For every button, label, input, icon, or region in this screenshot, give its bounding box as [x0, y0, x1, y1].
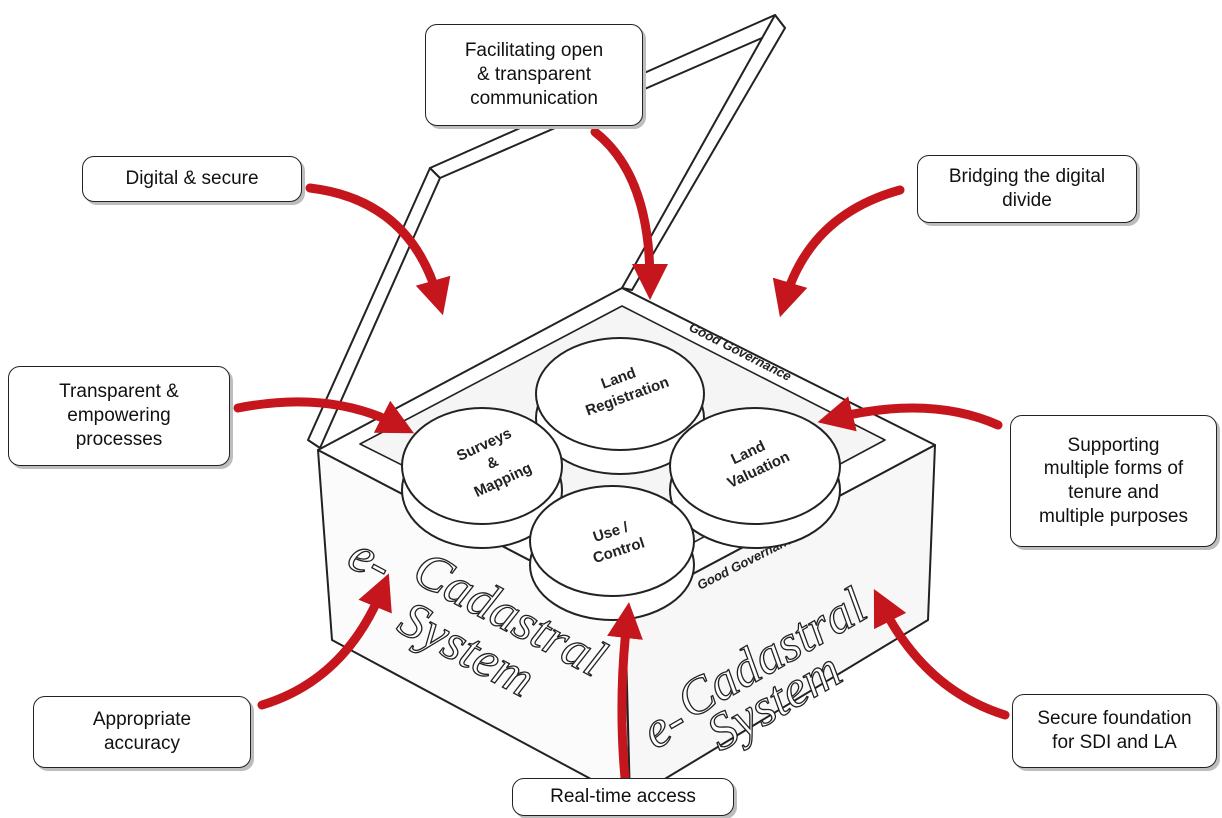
callout-multiple-tenure: Supporting multiple forms of tenure and …	[1010, 415, 1217, 547]
callout-sdi-foundation: Secure foundation for SDI and LA	[1012, 694, 1217, 768]
callout-open-communication: Facilitating open & transparent communic…	[425, 24, 643, 126]
arrow-multiple-tenure	[817, 396, 1003, 432]
arrow-sdi-foundation	[873, 588, 1010, 720]
arrow-digital-secure	[305, 183, 451, 316]
callout-accuracy: Appropriate accuracy	[33, 696, 251, 768]
arrows	[233, 127, 1010, 783]
arrow-real-time	[607, 602, 643, 783]
arrow-accuracy	[257, 573, 392, 710]
callout-transparent-processes: Transparent & empowering processes	[8, 366, 230, 466]
callout-real-time: Real-time access	[512, 778, 734, 816]
pillar-surveys-mapping: Surveys & Mapping	[401, 407, 563, 549]
pillar-use-control: Use / Control	[529, 485, 695, 621]
pillars: Land Registration Surveys & Mapping Land…	[401, 337, 841, 621]
pillar-land-valuation: Land Valuation	[669, 407, 841, 549]
pillar-land-registration: Land Registration	[535, 337, 705, 475]
callout-digital-divide: Bridging the digital divide	[917, 155, 1137, 223]
arrow-transparent-processes	[233, 397, 415, 434]
arrow-open-communication	[590, 127, 668, 300]
callout-digital-secure: Digital & secure	[82, 156, 302, 202]
arrow-digital-divide	[772, 185, 905, 318]
